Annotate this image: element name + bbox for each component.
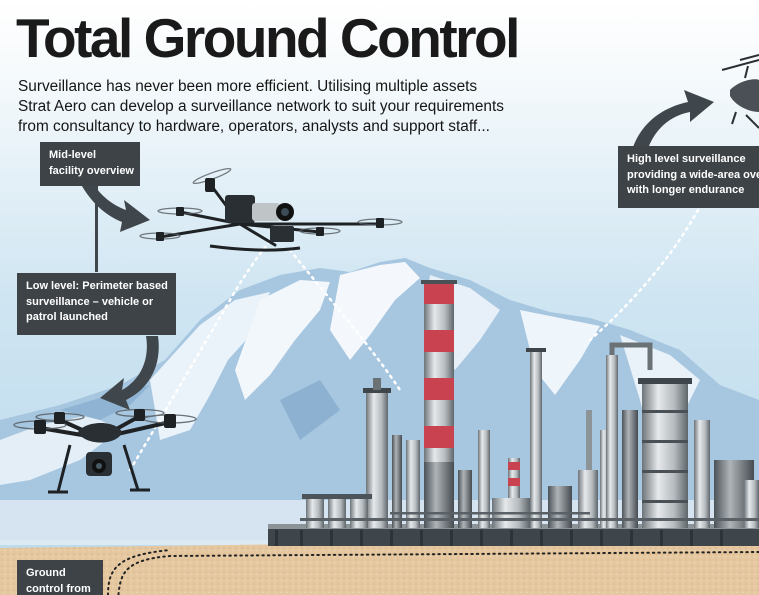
sight-line-mid (288, 248, 402, 392)
storage-tanks (302, 494, 372, 528)
high-level-label: High level surveillance providing a wide… (618, 146, 759, 208)
label-line: control from (26, 582, 91, 595)
intro-text: Surveillance has never been more efficie… (18, 77, 618, 137)
low-level-label: Low level: Perimeter based surveillance … (17, 273, 176, 335)
intro-line: Strat Aero can develop a surveillance ne… (18, 98, 504, 115)
intro-line: Surveillance has never been more efficie… (18, 78, 478, 95)
label-line: High level surveillance (627, 153, 746, 165)
sight-line-high (588, 208, 700, 342)
quadcopter-icon (13, 408, 197, 494)
label-line: patrol launched (26, 311, 108, 323)
intro-line: from consultancy to hardware, operators,… (18, 118, 490, 135)
hexacopter-icon (139, 167, 403, 252)
arrow-icon (82, 90, 714, 410)
sight-line-low (128, 224, 285, 472)
label-line: Mid-level (49, 149, 97, 161)
mid-level-label: Mid-level facility overview (40, 142, 140, 186)
ground-control-label: Ground control from (17, 560, 103, 595)
helicopter-icon (721, 54, 759, 129)
label-line: Ground (26, 567, 66, 579)
ground (0, 538, 759, 595)
label-line: surveillance – vehicle or (26, 295, 154, 308)
label-line: facility overview (49, 164, 134, 177)
page-title: Total Ground Control (16, 7, 520, 69)
label-line: Low level: Perimeter based (26, 280, 168, 292)
chimney (421, 280, 457, 528)
label-line: providing a wide-area over (627, 168, 759, 181)
ground-control-path (117, 551, 759, 595)
label-line: with longer endurance (627, 184, 745, 196)
refinery (268, 280, 759, 546)
